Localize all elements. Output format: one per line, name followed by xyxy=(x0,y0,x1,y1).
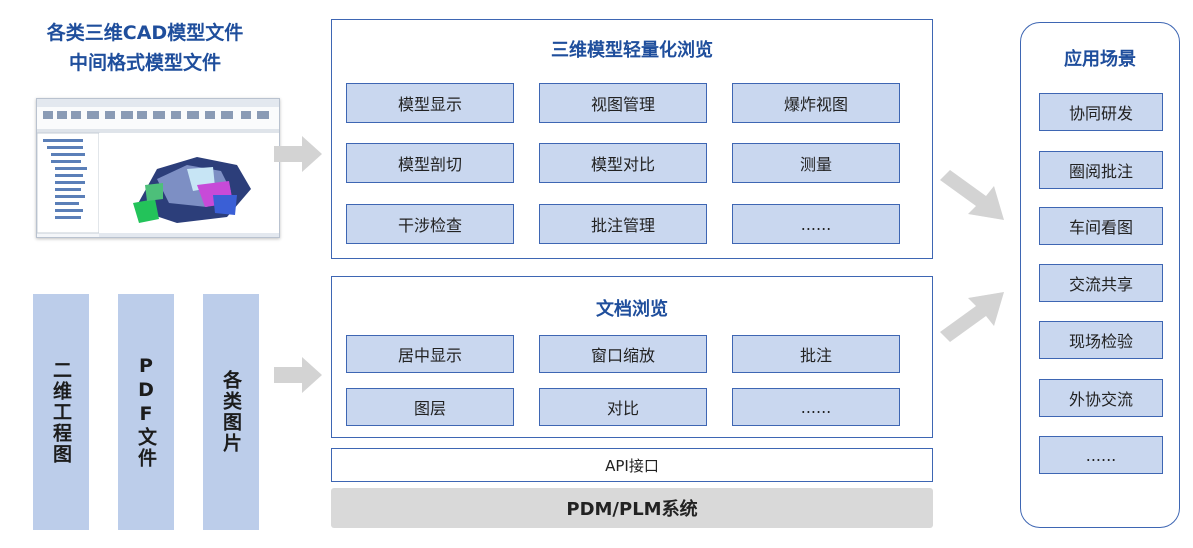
cad-input-title: 各类三维CAD模型文件 中间格式模型文件 xyxy=(20,18,270,78)
document-browse-panel: 文档浏览 居中显示 窗口缩放 批注 图层 对比 ...... xyxy=(331,276,933,438)
pdm-plm-system-bar: PDM/PLM系统 xyxy=(331,488,933,528)
input-pdf-file-label: PDF文件 xyxy=(135,355,157,469)
arrow-down-right-icon xyxy=(940,170,1004,220)
doc-feature-more[interactable]: ...... xyxy=(732,388,900,426)
cad-input-title-line1: 各类三维CAD模型文件 xyxy=(46,22,244,44)
feature-annotation-management[interactable]: 批注管理 xyxy=(539,204,707,244)
cad-input-title-line2: 中间格式模型文件 xyxy=(68,52,221,74)
doc-feature-center-display[interactable]: 居中显示 xyxy=(346,335,514,373)
input-images-label: 各类图片 xyxy=(220,370,242,454)
document-browse-panel-title: 文档浏览 xyxy=(596,299,668,320)
cad-screenshot-image xyxy=(37,99,279,237)
input-2d-drawing-label: 二维工程图 xyxy=(50,359,72,465)
doc-feature-compare[interactable]: 对比 xyxy=(539,388,707,426)
feature-model-display[interactable]: 模型显示 xyxy=(346,83,514,123)
feature-exploded-view[interactable]: 爆炸视图 xyxy=(732,83,900,123)
doc-feature-layers[interactable]: 图层 xyxy=(346,388,514,426)
lightweight-3d-panel: 三维模型轻量化浏览 模型显示 视图管理 爆炸视图 模型剖切 模型对比 测量 干涉… xyxy=(331,19,933,259)
input-2d-drawing: 二维工程图 xyxy=(33,294,89,530)
arrow-right-icon xyxy=(274,357,322,393)
scene-more[interactable]: ...... xyxy=(1039,436,1163,474)
feature-measure[interactable]: 测量 xyxy=(732,143,900,183)
scene-onsite-inspection[interactable]: 现场检验 xyxy=(1039,321,1163,359)
scene-collaborative-rd[interactable]: 协同研发 xyxy=(1039,93,1163,131)
lightweight-3d-panel-title: 三维模型轻量化浏览 xyxy=(551,40,713,61)
feature-more[interactable]: ...... xyxy=(732,204,900,244)
doc-feature-annotation[interactable]: 批注 xyxy=(732,335,900,373)
input-pdf-file: PDF文件 xyxy=(118,294,174,530)
feature-interference-check[interactable]: 干涉检查 xyxy=(346,204,514,244)
cad-software-screenshot xyxy=(36,98,280,238)
input-images: 各类图片 xyxy=(203,294,259,530)
api-interface-bar: API接口 xyxy=(331,448,933,482)
scene-markup-annotation[interactable]: 圈阅批注 xyxy=(1039,151,1163,189)
scene-workshop-viewing[interactable]: 车间看图 xyxy=(1039,207,1163,245)
feature-model-section[interactable]: 模型剖切 xyxy=(346,143,514,183)
application-scenarios-panel: 应用场景 协同研发 圈阅批注 车间看图 交流共享 现场检验 外协交流 .....… xyxy=(1020,22,1180,528)
doc-feature-window-zoom[interactable]: 窗口缩放 xyxy=(539,335,707,373)
scene-outsourcing-exchange[interactable]: 外协交流 xyxy=(1039,379,1163,417)
feature-view-management[interactable]: 视图管理 xyxy=(539,83,707,123)
application-scenarios-title: 应用场景 xyxy=(1064,49,1136,70)
arrow-right-icon xyxy=(274,136,322,172)
arrow-up-right-icon xyxy=(940,292,1004,342)
scene-exchange-sharing[interactable]: 交流共享 xyxy=(1039,264,1163,302)
feature-model-compare[interactable]: 模型对比 xyxy=(539,143,707,183)
